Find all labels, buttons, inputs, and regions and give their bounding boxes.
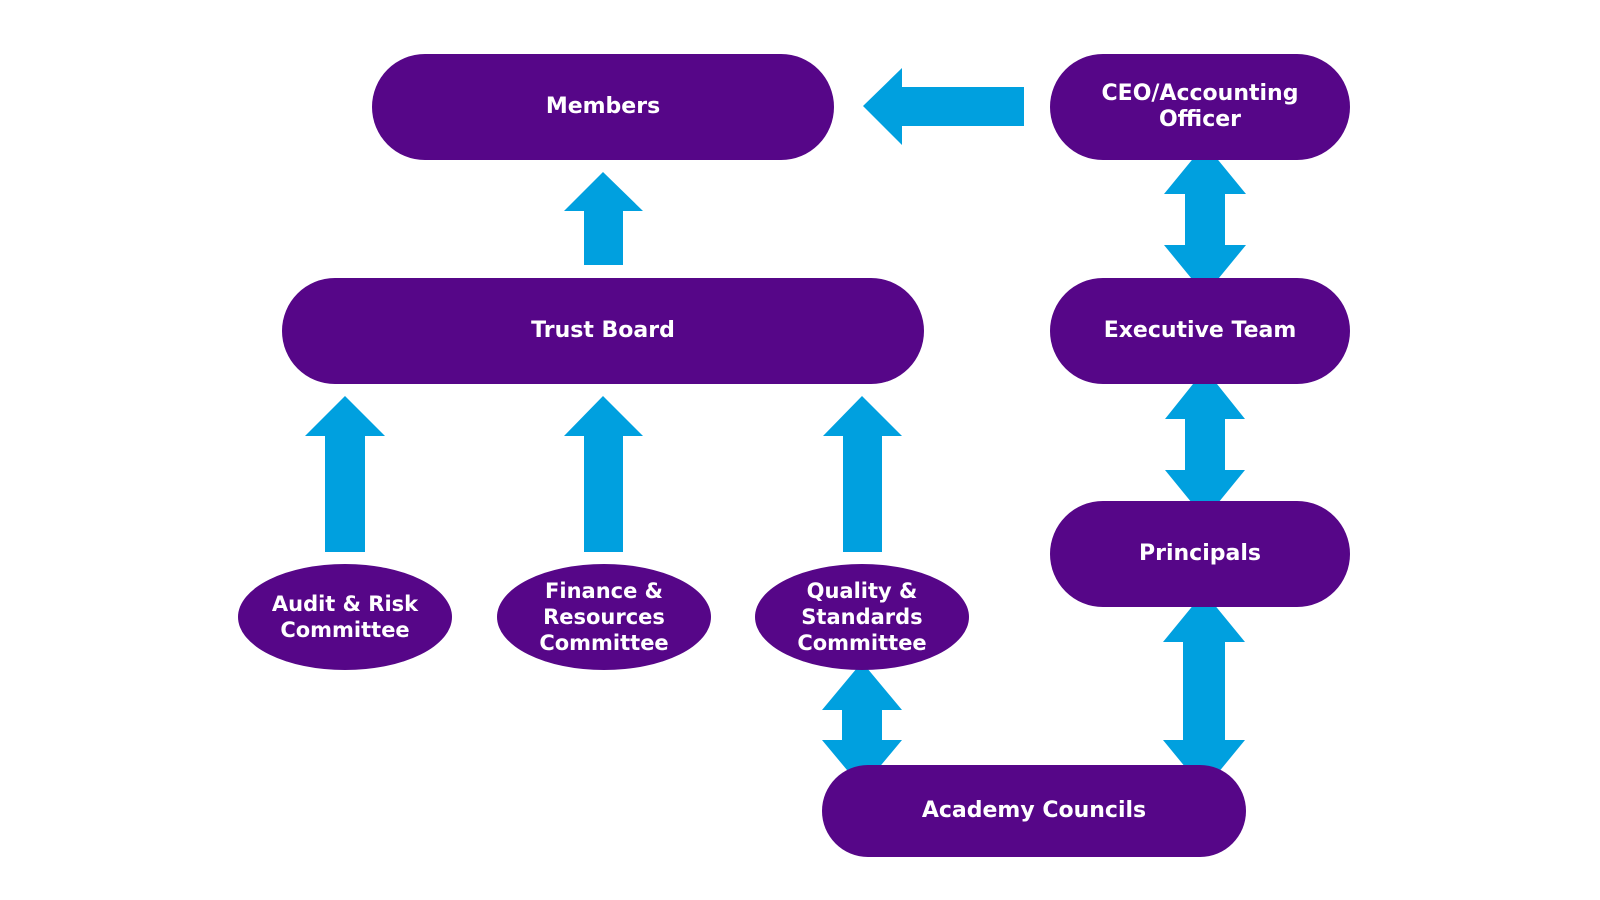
node-members-label: Members [545, 94, 661, 119]
node-audit-risk-committee: Audit & Risk Committee [238, 564, 452, 670]
node-academy-councils-label: Academy Councils [921, 798, 1147, 823]
arrow-ceo-to-members [863, 68, 1024, 145]
node-members: Members [372, 54, 834, 160]
arrow-finance-to-trustboard [564, 396, 643, 552]
node-finance-label: Finance & Resources Committee [539, 579, 669, 655]
arrow-audit-to-trustboard [305, 396, 385, 552]
node-executive-team-label: Executive Team [1103, 318, 1297, 343]
arrow-principals-academy [1163, 592, 1245, 790]
arrow-quality-academy [822, 662, 902, 788]
node-principals: Principals [1050, 501, 1350, 607]
node-trust-board-label: Trust Board [531, 318, 675, 343]
node-principals-label: Principals [1139, 541, 1261, 566]
node-ceo-label: CEO/Accounting Officer [1101, 81, 1299, 132]
node-academy-councils: Academy Councils [822, 765, 1246, 857]
node-quality-label: Quality & Standards Committee [797, 579, 927, 655]
arrow-ceo-executive [1164, 144, 1246, 295]
node-finance-resources-committee: Finance & Resources Committee [497, 564, 711, 670]
node-executive-team: Executive Team [1050, 278, 1350, 384]
node-ceo: CEO/Accounting Officer [1050, 54, 1350, 160]
arrow-executive-principals [1165, 369, 1245, 519]
node-quality-standards-committee: Quality & Standards Committee [755, 564, 969, 670]
node-trust-board: Trust Board [282, 278, 924, 384]
arrow-quality-to-trustboard [823, 396, 902, 552]
node-audit-label: Audit & Risk Committee [271, 592, 419, 642]
arrow-trustboard-to-members [564, 172, 643, 265]
